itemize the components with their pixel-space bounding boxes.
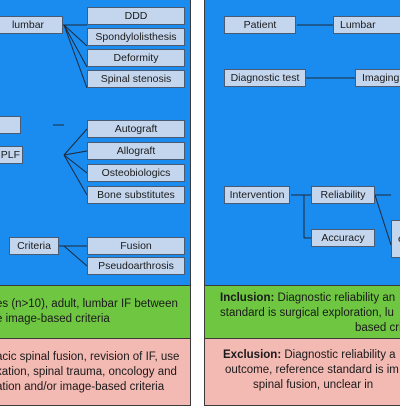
exclusion-label: Exclusion: [223,349,282,361]
node-spinal-stenosis: Spinal stenosis [87,70,185,88]
node-plf: PLF [0,146,23,164]
left-exclusion-line-2: xation, spinal trauma, oncology and [0,366,177,378]
left-exclusion-line-1: acic spinal fusion, revision of IF, use [0,351,180,363]
right-panel: Patient Lumbar Diagnostic test Imaging I… [204,0,400,406]
left-exclusion-line-3: ation and/or image-based criteria [0,381,165,393]
node-patient: Patient [224,16,296,34]
right-inclusion-line-1: Inclusion: Diagnostic reliability an [220,291,395,306]
node-criteria: Criteria [9,237,59,255]
node-diagnostic-test: Diagnostic test [224,69,306,87]
node-allograft: Allograft [87,142,185,160]
right-exclusion-box [205,339,400,405]
left-inclusion-line-2: e image-based criteria [0,313,110,325]
right-inclusion-text-1: Diagnostic reliability an [274,292,396,304]
right-inclusion-box [205,285,400,339]
right-exclusion-text-1: Diagnostic reliability a [281,349,396,361]
node-deformity: Deformity [87,49,185,67]
node-reliability: Reliability [311,186,375,204]
node-ddd: DDD [87,7,185,25]
left-panel: lumbar DDD Spondylolisthesis Deformity S… [0,0,191,406]
node-accuracy: Accuracy [311,229,375,247]
node-partial-left [0,116,21,134]
node-partial-e: e [391,220,400,258]
right-exclusion-line-3: spinal fusion, unclear in [253,379,374,391]
node-bone-substitutes: Bone substitutes [87,186,185,204]
right-exclusion-line-2: outcome, reference standard is im [225,364,399,376]
left-inclusion-line-1: es (n>10), adult, lumbar IF between [0,298,178,310]
node-fusion: Fusion [87,237,185,255]
right-inclusion-line-3: based cri [355,322,400,334]
node-imaging: Imaging [355,69,400,87]
node-spondylolisthesis: Spondylolisthesis [87,28,185,46]
node-pseudoarthrosis: Pseudoarthrosis [87,257,185,275]
right-inclusion-line-2: standard is surgical exploration, lu [220,307,394,319]
node-autograft: Autograft [87,120,185,138]
right-connector-lines [291,24,392,246]
node-intervention: Intervention [224,186,290,204]
left-inclusion-box [0,285,190,339]
right-exclusion-line-1: Exclusion: Diagnostic reliability a [223,348,396,363]
node-lumbar-right: Lumbar [333,16,400,34]
inclusion-label: Inclusion: [220,292,275,304]
node-lumbar: lumbar [0,16,63,34]
left-exclusion-box [0,339,190,405]
node-osteobiologics: Osteobiologics [87,164,185,182]
